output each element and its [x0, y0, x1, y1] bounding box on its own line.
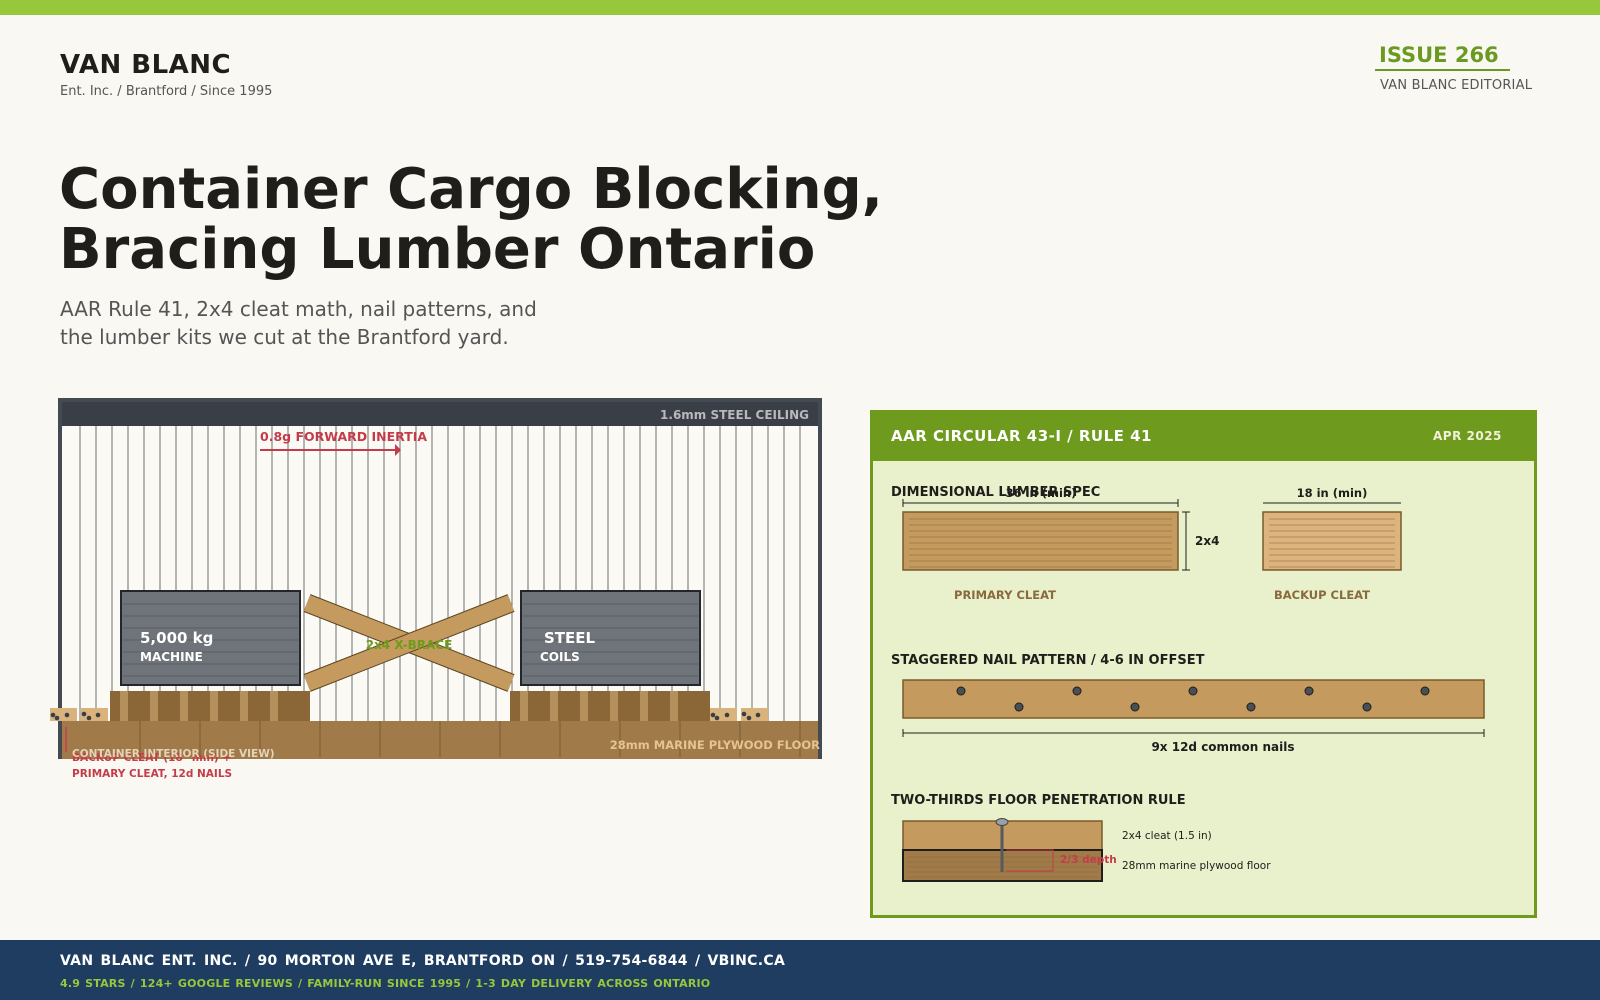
x-brace	[303, 594, 515, 692]
cleat-nails	[50, 711, 761, 721]
issue-number: ISSUE 266	[1379, 43, 1499, 67]
backup-cleat-grain	[1269, 518, 1395, 568]
footer-contact: VAN BLANC ENT. INC. / 90 MORTON AVE E, B…	[60, 953, 786, 969]
cleat-nail	[724, 712, 730, 718]
depth-bracket	[1006, 849, 1054, 872]
primary-length-label: 36 in (min)	[1006, 486, 1077, 500]
cleat-nail	[95, 712, 101, 718]
footer: VAN BLANC ENT. INC. / 90 MORTON AVE E, B…	[0, 940, 1600, 1000]
cleat-nail	[86, 715, 92, 721]
thickness-label: 2x4	[1195, 534, 1219, 548]
backup-cleat-board	[1262, 511, 1402, 571]
machine-label: MACHINE	[140, 650, 203, 664]
coils-crate	[520, 590, 701, 686]
brand-tagline: Ent. Inc. / Brantford / Since 1995	[60, 84, 273, 99]
page-subtitle-line2: the lumber kits we cut at the Brantford …	[60, 325, 509, 349]
spec-panel-date: APR 2025	[1433, 429, 1502, 443]
container-diagram: 1.6mm STEEL CEILING 0.8g FORWARD INERTIA…	[50, 398, 822, 780]
cradle-slat	[180, 691, 188, 721]
coils-label-line2: COILS	[540, 650, 580, 664]
x-brace-label: 2x4 X-BRACE	[366, 638, 453, 652]
machine-crate	[120, 590, 301, 686]
cradle-slat	[120, 691, 128, 721]
page-title-line2: Bracing Lumber Ontario	[59, 217, 816, 282]
penetration-nail-head	[995, 818, 1009, 826]
inertia-arrowhead	[395, 444, 401, 456]
coils-label-line1: STEEL	[544, 629, 596, 647]
backup-length-label: 18 in (min)	[1297, 486, 1368, 500]
nail-head	[1014, 702, 1024, 712]
nail-head	[1072, 686, 1082, 696]
primary-cleat-board	[902, 511, 1179, 571]
cradle-slat	[610, 691, 618, 721]
cradle-slat	[150, 691, 158, 721]
nail-head	[1420, 686, 1430, 696]
issue-underline	[1375, 69, 1510, 71]
nail-head	[1362, 702, 1372, 712]
spec-panel-header: AAR CIRCULAR 43-I / RULE 41 APR 2025	[873, 413, 1534, 461]
page-title-line1: Container Cargo Blocking,	[59, 157, 883, 222]
nail-pattern	[956, 686, 1430, 712]
cleat-layer-label: 2x4 cleat (1.5 in)	[1122, 830, 1212, 842]
nail-head	[1130, 702, 1140, 712]
cleat-nail	[746, 715, 752, 721]
machine-cradle-slats	[120, 691, 278, 721]
primary-cleat-label: PRIMARY CLEAT	[954, 588, 1056, 602]
nail-pattern-board	[902, 679, 1485, 719]
spec-heading: DIMENSIONAL LUMBER SPEC	[891, 485, 1100, 500]
cleat-nail	[741, 711, 747, 717]
page-title: Container Cargo Blocking, Bracing Lumber…	[59, 160, 883, 280]
top-accent-bar	[0, 0, 1600, 15]
inertia-label: 0.8g FORWARD INERTIA	[260, 429, 427, 444]
cleat-nail	[54, 715, 60, 721]
page-subtitle: AAR Rule 41, 2x4 cleat math, nail patter…	[60, 295, 537, 351]
cleat-nail	[714, 715, 720, 721]
page-subtitle-line1: AAR Rule 41, 2x4 cleat math, nail patter…	[60, 297, 537, 321]
floor-layer-label: 28mm marine plywood floor	[1122, 860, 1271, 872]
machine-weight: 5,000 kg	[140, 629, 213, 647]
cleat-nail	[81, 711, 87, 717]
penetration-heading: TWO-THIRDS FLOOR PENETRATION RULE	[891, 793, 1186, 808]
interior-label: CONTAINER INTERIOR (SIDE VIEW)	[72, 748, 275, 760]
cradle-slat	[670, 691, 678, 721]
cleat-nail	[50, 712, 56, 718]
nail-head	[1188, 686, 1198, 696]
nail-heading: STAGGERED NAIL PATTERN / 4-6 IN OFFSET	[891, 653, 1205, 668]
cradle-slat	[520, 691, 528, 721]
spec-panel-body: DIMENSIONAL LUMBER SPEC 36 in (min) 2x4 …	[891, 485, 1485, 882]
editorial-label: VAN BLANC EDITORIAL	[1380, 78, 1533, 93]
ceiling-label: 1.6mm STEEL CEILING	[660, 408, 809, 422]
cleat-nail	[64, 712, 70, 718]
floor-seams	[139, 721, 801, 757]
cradle-slat	[270, 691, 278, 721]
cradle-slat	[580, 691, 588, 721]
cleat-note-line1: BACKUP CLEAT (18" min) +	[72, 752, 231, 764]
backup-cleat-label: BACKUP CLEAT	[1274, 588, 1370, 602]
brand-name: VAN BLANC	[60, 50, 232, 80]
footer-highlights: 4.9 STARS / 124+ GOOGLE REVIEWS / FAMILY…	[60, 977, 711, 990]
cleat-nail	[710, 712, 716, 718]
nail-head	[1304, 686, 1314, 696]
nail-head	[956, 686, 966, 696]
spec-panel: AAR CIRCULAR 43-I / RULE 41 APR 2025 DIM…	[870, 410, 1537, 918]
nail-head	[1246, 702, 1256, 712]
cradle-slat	[210, 691, 218, 721]
cradle-slat	[240, 691, 248, 721]
cradle-slat	[550, 691, 558, 721]
primary-cleat-grain	[909, 518, 1172, 568]
coil-cradle-slats	[520, 691, 678, 721]
cradle-slat	[640, 691, 648, 721]
steel-ceiling	[62, 402, 818, 426]
nail-count-label: 9x 12d common nails	[1151, 740, 1294, 754]
x-brace-board-b	[303, 595, 515, 691]
machine-crate-lines	[123, 603, 298, 677]
depth-label: 2/3 depth	[1060, 854, 1117, 866]
cleat-note-line2: PRIMARY CLEAT, 12d NAILS	[72, 768, 232, 780]
floor-label: 28mm MARINE PLYWOOD FLOOR	[610, 738, 820, 752]
coils-crate-lines	[523, 603, 698, 677]
spec-panel-title: AAR CIRCULAR 43-I / RULE 41	[891, 427, 1152, 445]
cleat-nail	[755, 712, 761, 718]
